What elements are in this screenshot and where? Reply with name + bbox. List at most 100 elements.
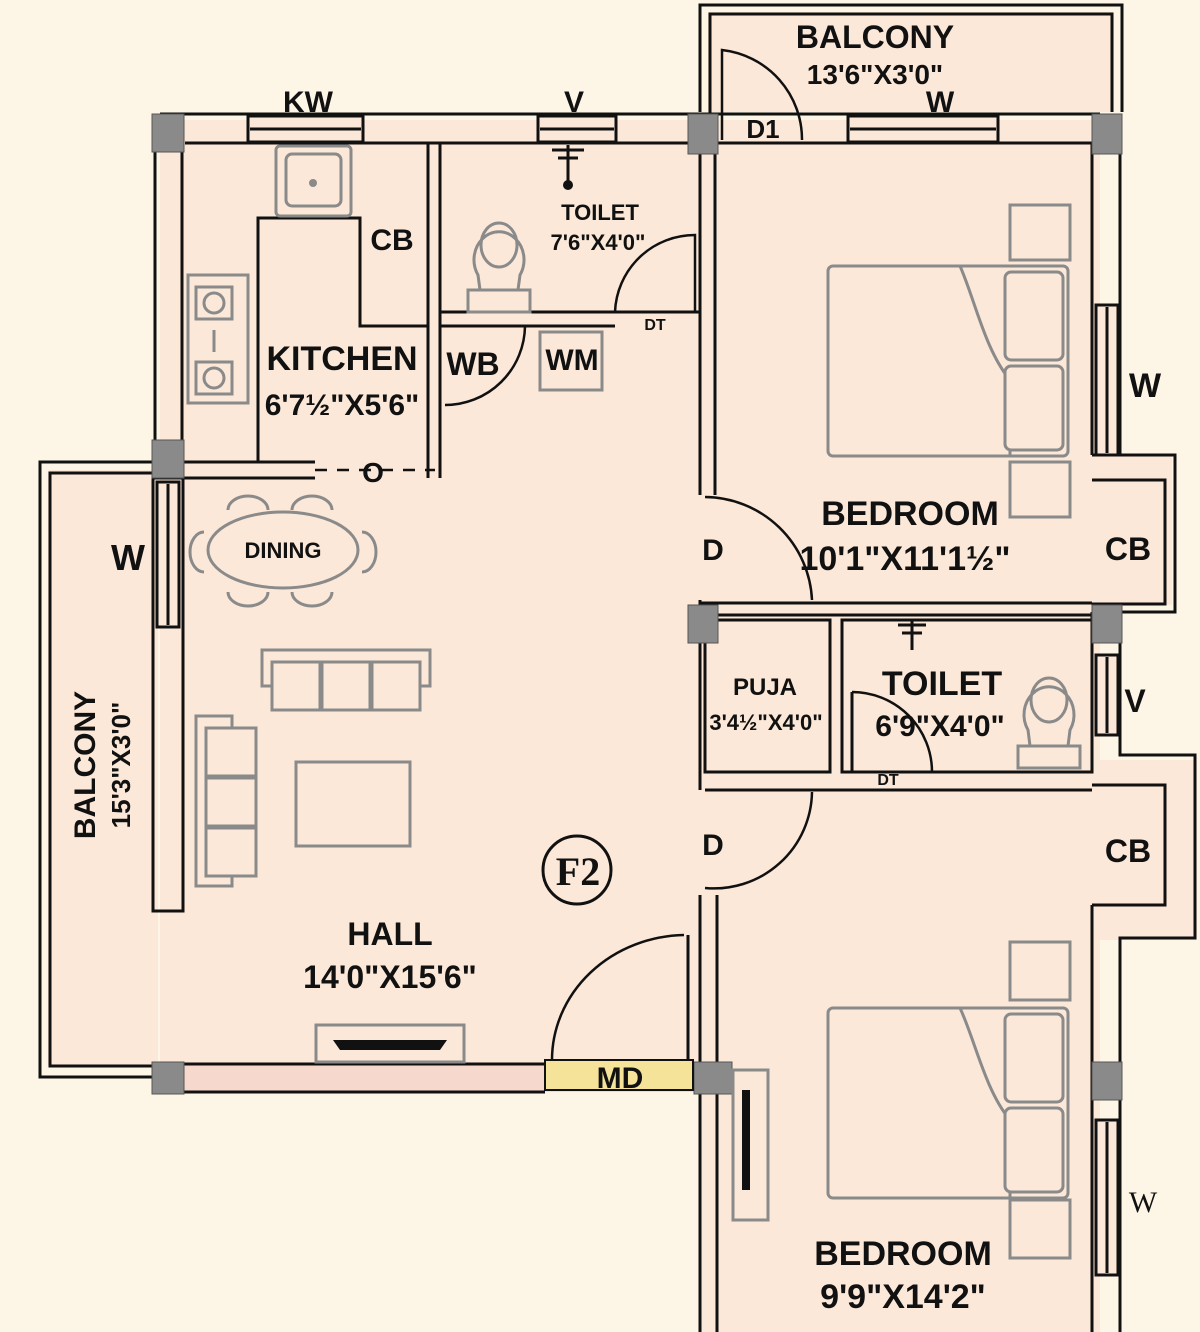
- column: [1091, 604, 1123, 644]
- sofa-side-cushion: [204, 826, 258, 878]
- wc-mid-seat: [1029, 676, 1069, 724]
- dt-top-door-swing: [613, 233, 697, 313]
- column: [1091, 1061, 1123, 1101]
- dt-top-label: DT: [644, 317, 666, 334]
- wb-door-swing: [444, 325, 527, 407]
- kw-label: KW: [283, 86, 334, 119]
- puja-size: 3'4½"X4'0": [709, 710, 822, 735]
- cb-bed1-label: CB: [1105, 531, 1151, 567]
- dining-table: [206, 510, 360, 590]
- d-bed2-label: D: [702, 829, 724, 862]
- bed-2-pillow: [1003, 1106, 1065, 1194]
- balcony-left-floor: [48, 470, 158, 1065]
- flat-tag-circle: [541, 834, 613, 906]
- sink-bowl: [284, 152, 343, 208]
- right-bumpout-1-wall: [1092, 453, 1177, 614]
- dining-chair: [290, 591, 334, 608]
- wc-mid-bowl: [1022, 685, 1076, 748]
- bedroom-1-size: 10'1"X11'1½": [799, 540, 1010, 578]
- toilet-mid-name: TOILET: [882, 665, 1002, 703]
- washing-machine: [538, 330, 604, 392]
- right-bumpout-1-inner: [1092, 478, 1167, 606]
- columns: [151, 113, 1123, 1101]
- puja-box: [703, 618, 832, 774]
- balcony-left-inner: [48, 471, 160, 1068]
- dt-mid-door-swing: [851, 690, 934, 773]
- bed-2-pillow: [1003, 1012, 1065, 1104]
- balcony-left-size: 15'3"X3'0": [106, 702, 136, 829]
- column: [693, 1061, 733, 1095]
- v-top-label: V: [564, 86, 584, 119]
- cut-area: [80, 1095, 695, 1332]
- d1-label: D1: [746, 114, 779, 144]
- column: [151, 113, 185, 153]
- toilet-top-name: TOILET: [561, 200, 639, 225]
- bed-1-pillow: [1003, 270, 1065, 362]
- balcony-top-inner-wall: [708, 12, 1114, 115]
- right-bumpout-1: [1092, 455, 1172, 605]
- walls: [38, 3, 1197, 1332]
- wc-top-seat: [479, 221, 519, 269]
- column: [151, 1061, 185, 1095]
- main-floor: [160, 120, 700, 1065]
- burner-2: [202, 366, 226, 390]
- bed-1-side-table: [1008, 203, 1072, 262]
- toilet-mid-size: 6'9"X4'0": [875, 710, 1004, 743]
- column: [687, 604, 719, 644]
- md-label: MD: [597, 1062, 644, 1095]
- sofa-top-cushion: [320, 660, 372, 712]
- dining-chair: [226, 494, 270, 511]
- column: [1091, 113, 1123, 155]
- windows: [155, 114, 1120, 1277]
- w-hall-label: W: [111, 537, 145, 578]
- sofa-top-cushion: [270, 660, 322, 712]
- shower-mid-icon: [898, 620, 926, 650]
- flat-tag: F2: [556, 849, 600, 894]
- wc-top-bowl: [472, 230, 526, 292]
- w-balcony-label: W: [926, 86, 955, 119]
- wm-label: WM: [545, 344, 598, 377]
- balcony-top-name: BALCONY: [796, 19, 954, 55]
- wc-top-tank: [466, 288, 532, 314]
- bed-1-side-table: [1008, 460, 1072, 519]
- burner-2-frame: [194, 360, 234, 396]
- hall-name: HALL: [347, 916, 432, 952]
- dining-chair: [226, 591, 270, 608]
- wb-label: WB: [446, 346, 499, 382]
- dining-chair: [290, 494, 334, 511]
- bed-2-wardrobe: [731, 1068, 770, 1222]
- furniture: [186, 144, 1082, 1260]
- bed-2-side-table: [1008, 1198, 1072, 1260]
- dining-label: DINING: [245, 538, 322, 563]
- bed-2-wardrobe-door: [742, 1090, 750, 1190]
- bed1-door-swing: [704, 495, 814, 601]
- dt-mid-label: DT: [877, 772, 899, 789]
- toilet-top-size: 7'6"X4'0": [551, 230, 646, 255]
- balcony-top-floor: [708, 12, 1114, 112]
- bedroom-2-name: BEDROOM: [814, 1235, 992, 1273]
- column: [687, 113, 719, 155]
- sofa-side-cushion: [204, 776, 258, 828]
- bedroom-1-name: BEDROOM: [821, 495, 999, 533]
- wc-mid-tank: [1016, 744, 1082, 770]
- v-right-label: V: [1124, 683, 1146, 719]
- balcony-left-name: BALCONY: [69, 691, 102, 839]
- cb-bed2-label: CB: [1105, 833, 1151, 869]
- balcony-top-size: 13'6"X3'0": [807, 59, 943, 90]
- o-label: O: [362, 457, 384, 488]
- column: [151, 439, 185, 479]
- balcony-left-outer: [38, 460, 160, 1079]
- shower-top-head: [563, 180, 573, 190]
- kitchen-size: 6'7½"X5'6": [265, 389, 419, 422]
- hall-size: 14'0"X15'6": [303, 959, 477, 995]
- bed2-door-swing: [704, 791, 814, 890]
- d1-door-swing: [720, 48, 804, 141]
- balcony-top-wall: [698, 3, 1124, 112]
- burner-1: [202, 291, 226, 315]
- d-bed1-label: D: [702, 534, 724, 567]
- main-door-swing: [550, 933, 685, 1061]
- right-bumpout-2: [1092, 760, 1197, 940]
- dining-chair: [188, 530, 205, 574]
- sink-drain: [309, 179, 317, 187]
